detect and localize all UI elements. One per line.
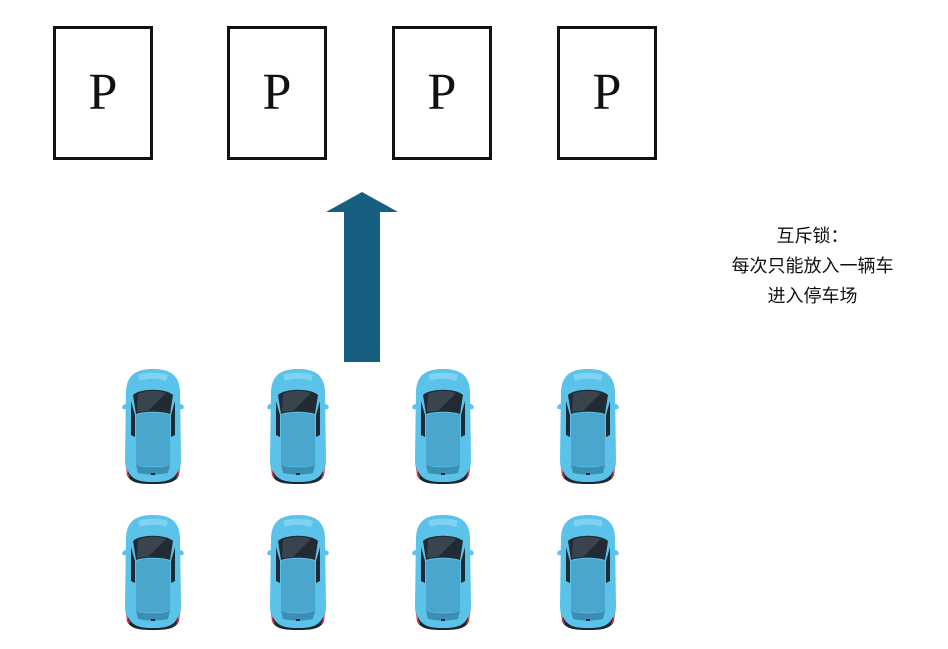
- parking-spot-label: P: [262, 64, 292, 121]
- car-icon: [265, 513, 331, 631]
- parking-spot-2: P: [227, 26, 327, 160]
- car-icon: [410, 513, 476, 631]
- car-icon: [410, 367, 476, 485]
- parking-spot-label: P: [88, 64, 118, 121]
- car-icon: [120, 513, 186, 631]
- parking-spot-label: P: [592, 64, 622, 121]
- note-line-title: 互斥锁：: [776, 226, 849, 247]
- car-icon: [555, 367, 621, 485]
- arrow-up-icon: [326, 192, 398, 362]
- parking-spot-label: P: [427, 64, 457, 121]
- parking-spot-3: P: [392, 26, 492, 160]
- note-line-rule: 每次只能放入一辆车: [731, 256, 894, 277]
- mutex-note: 互斥锁： 每次只能放入一辆车 进入停车场: [700, 222, 925, 312]
- arrow-shape: [326, 192, 398, 362]
- parking-spot-4: P: [557, 26, 657, 160]
- note-line-action: 进入停车场: [767, 286, 858, 307]
- car-icon: [120, 367, 186, 485]
- parking-spot-1: P: [53, 26, 153, 160]
- car-icon: [265, 367, 331, 485]
- car-icon: [555, 513, 621, 631]
